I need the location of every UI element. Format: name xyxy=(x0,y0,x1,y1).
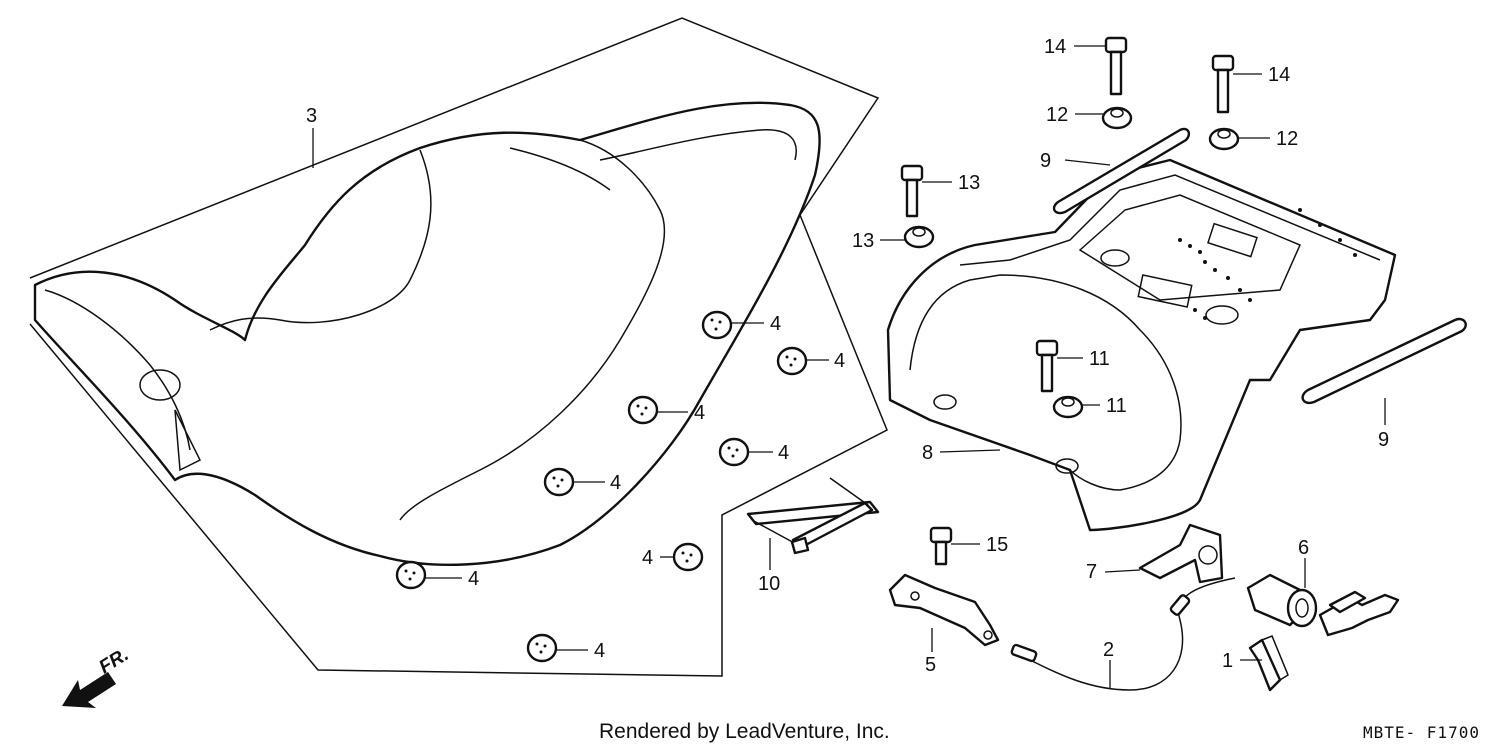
callout-4: 4 xyxy=(770,313,781,335)
bolt-13a[interactable] xyxy=(900,164,924,218)
front-direction-indicator: FR. xyxy=(62,644,133,708)
callout-11: 11 xyxy=(1106,395,1127,417)
callout-7: 7 xyxy=(1086,561,1097,583)
callout-13: 13 xyxy=(958,172,980,194)
collar-11a[interactable] xyxy=(903,225,935,249)
front-label: FR. xyxy=(96,644,133,678)
arrow-down-left-icon xyxy=(62,672,116,708)
grip-rubber-9a[interactable] xyxy=(1052,127,1191,215)
render-credit: Rendered by LeadVenture, Inc. xyxy=(599,720,890,743)
callout-4: 4 xyxy=(594,640,605,662)
cushion-4c[interactable] xyxy=(627,395,659,425)
callout-14: 14 xyxy=(1268,64,1290,86)
callout-4: 4 xyxy=(610,472,621,494)
callout-3: 3 xyxy=(306,105,317,127)
cushion-4d[interactable] xyxy=(718,437,750,467)
collar-12b[interactable] xyxy=(1208,127,1240,151)
callout-4: 4 xyxy=(468,568,479,590)
callout-15: 15 xyxy=(986,534,1008,556)
callout-9: 9 xyxy=(1378,429,1389,451)
seat-group-outline xyxy=(29,17,888,677)
collar-12a[interactable] xyxy=(1101,106,1133,130)
callout-2: 2 xyxy=(1103,639,1114,661)
callout-4: 4 xyxy=(642,547,653,569)
diagram-code: MBTE- F1700 xyxy=(1363,723,1480,742)
callout-5: 5 xyxy=(925,654,936,676)
lock-bracket[interactable] xyxy=(1138,523,1224,584)
key-cylinder[interactable] xyxy=(1246,573,1318,628)
cushion-4f[interactable] xyxy=(672,542,704,572)
clip[interactable] xyxy=(1248,635,1289,692)
callout-12: 12 xyxy=(1046,104,1068,126)
bolt-14a[interactable] xyxy=(1104,36,1128,96)
key[interactable] xyxy=(1318,590,1400,637)
bolt-15[interactable] xyxy=(929,526,953,566)
callout-12: 12 xyxy=(1276,128,1298,150)
callout-10: 10 xyxy=(758,573,780,595)
callout-4: 4 xyxy=(834,350,845,372)
collar-11b[interactable] xyxy=(1052,395,1084,419)
callout-4: 4 xyxy=(778,442,789,464)
callout-8: 8 xyxy=(922,442,933,464)
callout-9: 9 xyxy=(1040,150,1051,172)
bolt-14b[interactable] xyxy=(1211,54,1235,114)
seat-lock[interactable] xyxy=(888,573,1000,647)
bolt-13b[interactable] xyxy=(1035,339,1059,393)
cushion-4h[interactable] xyxy=(526,633,558,663)
callout-1: 1 xyxy=(1222,650,1233,672)
cushion-4b[interactable] xyxy=(776,346,808,376)
cushion-4g[interactable] xyxy=(395,560,427,590)
cushion-4e[interactable] xyxy=(543,467,575,497)
seat[interactable] xyxy=(33,101,821,566)
seat-lock-cable[interactable] xyxy=(1010,577,1236,691)
rear-carrier[interactable] xyxy=(886,158,1397,532)
seat-bracket[interactable] xyxy=(746,477,880,555)
callout-6: 6 xyxy=(1298,537,1309,559)
callout-13: 11 xyxy=(1089,348,1110,370)
callout-11: 13 xyxy=(852,230,874,252)
callout-14: 14 xyxy=(1044,36,1066,58)
grip-rubber-9b[interactable] xyxy=(1301,317,1467,405)
callout-4: 4 xyxy=(694,402,705,424)
cushion-4a[interactable] xyxy=(701,310,733,340)
